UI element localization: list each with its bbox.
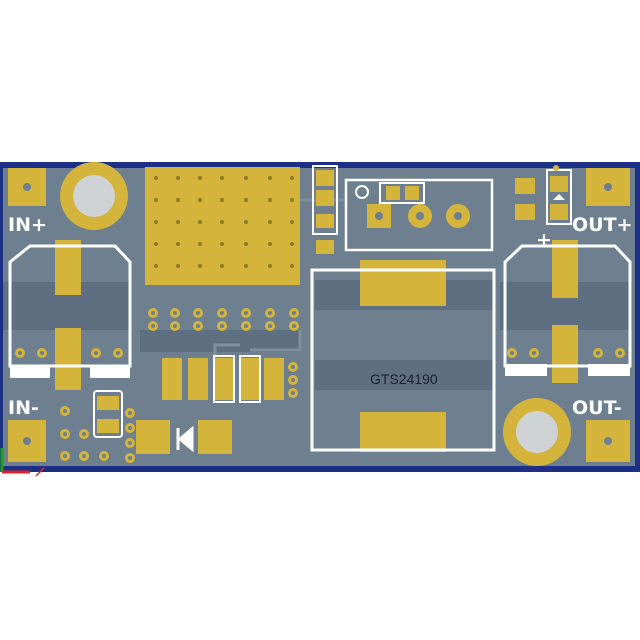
- potentiometer: [344, 178, 494, 252]
- terminal-pad-out-minus: [586, 420, 630, 462]
- output-capacitor: [503, 240, 632, 383]
- inductor: [310, 260, 496, 452]
- terminal-pad-in-plus: [8, 168, 46, 206]
- axis-marker: [0, 448, 45, 477]
- ic-pins: [162, 358, 284, 400]
- terminal-pad-out-plus: [586, 168, 630, 206]
- ic-pin-outlines: [213, 355, 261, 403]
- via-row: [148, 308, 299, 331]
- smd-resistor-top: [312, 165, 338, 254]
- terminal-pad-in-minus: [8, 420, 46, 462]
- mounting-hole-top-left: [60, 162, 128, 230]
- label-out-minus: OUT-: [572, 397, 622, 419]
- input-capacitor: [8, 240, 132, 390]
- smd-parts-top-right: [515, 165, 572, 225]
- diode: [136, 420, 232, 454]
- inductor-ref-label: GTS24190: [370, 371, 438, 387]
- label-out-plus: OUT+: [572, 214, 632, 236]
- smd-capacitor-left: [60, 390, 135, 463]
- thermal-vias: [154, 176, 294, 268]
- ic-side-vias: [288, 362, 298, 398]
- label-plus-mark: +: [536, 229, 552, 251]
- label-in-minus: IN-: [8, 397, 39, 419]
- mounting-hole-bottom-right: [503, 398, 571, 466]
- label-in-plus: IN+: [8, 214, 47, 236]
